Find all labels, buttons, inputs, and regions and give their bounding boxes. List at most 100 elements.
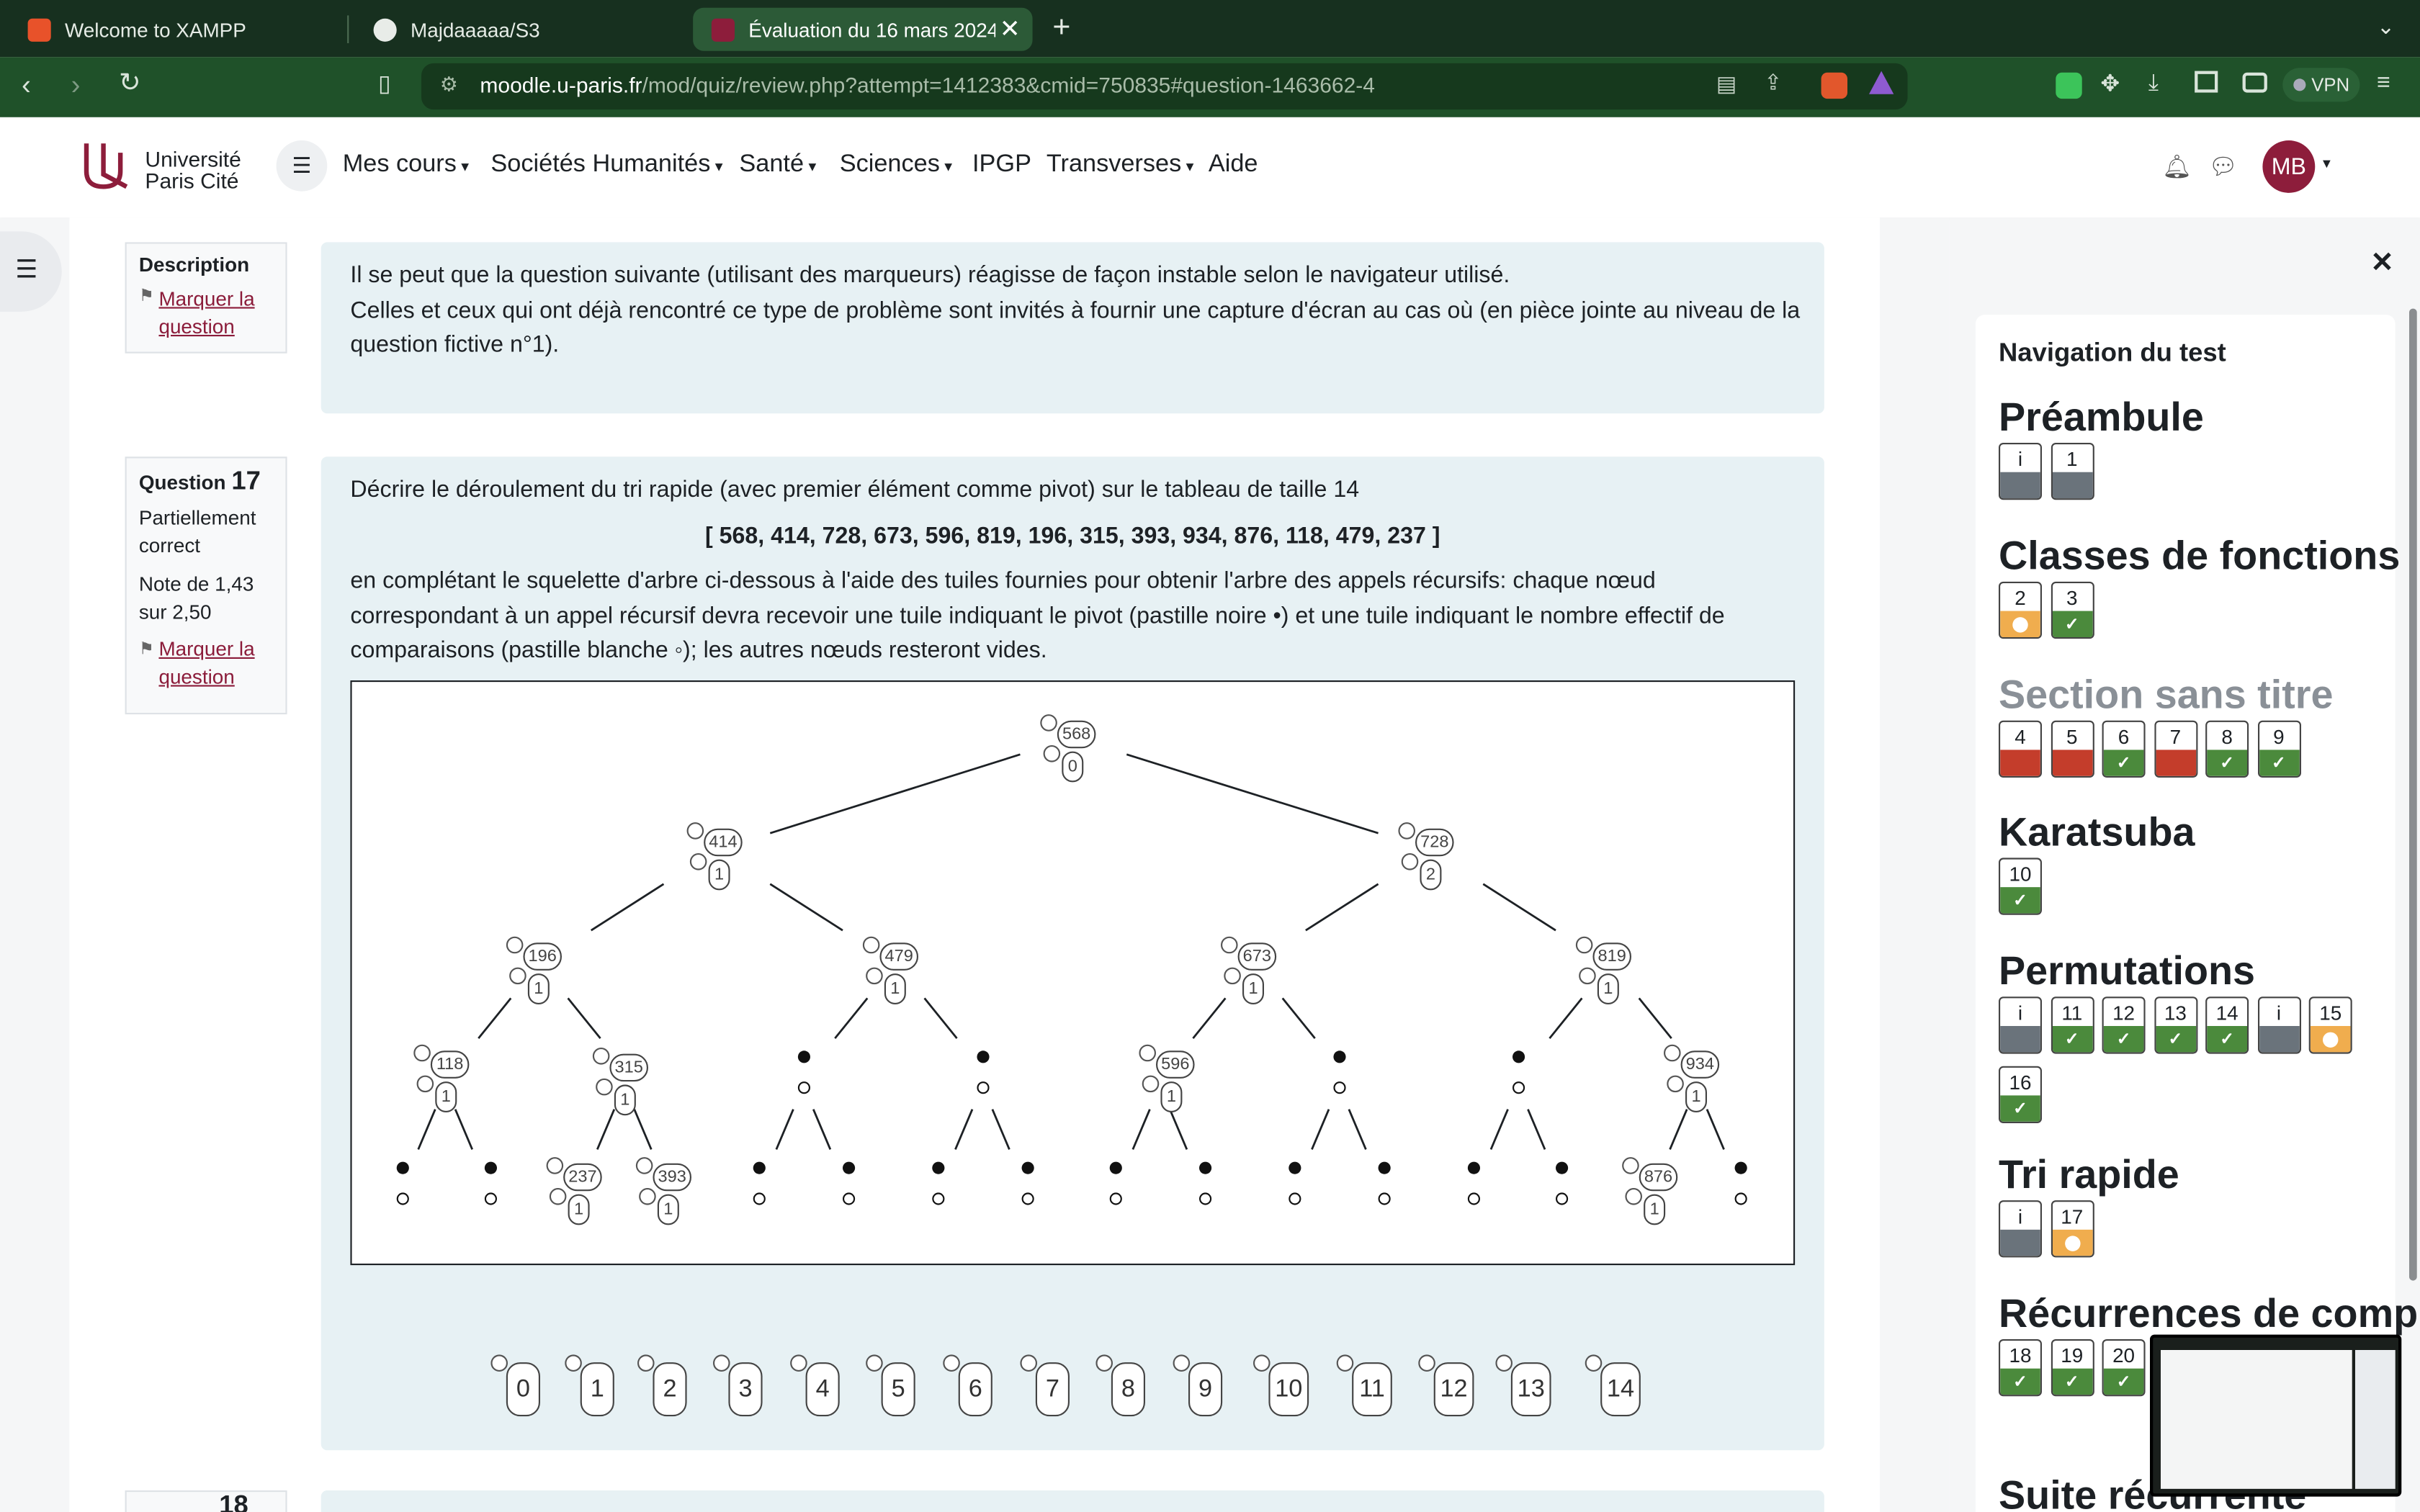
- empty-pivot-slot[interactable]: [1467, 1161, 1480, 1174]
- palette-tile-3[interactable]: 3: [728, 1362, 763, 1417]
- nav-question-button-5[interactable]: 5: [2050, 720, 2094, 778]
- empty-count-slot[interactable]: [932, 1192, 945, 1205]
- empty-count-slot[interactable]: [1021, 1192, 1034, 1205]
- tile-handle-icon[interactable]: [565, 1354, 582, 1372]
- video-preview-thumbnail[interactable]: [2150, 1334, 2402, 1497]
- comparison-tile[interactable]: 1: [527, 973, 550, 1004]
- empty-pivot-slot[interactable]: [753, 1161, 766, 1174]
- empty-pivot-slot[interactable]: [1512, 1050, 1525, 1063]
- palette-tile-10[interactable]: 10: [1268, 1362, 1309, 1417]
- empty-count-slot[interactable]: [1467, 1192, 1480, 1205]
- palette-tile-13[interactable]: 13: [1510, 1362, 1551, 1417]
- nav-question-button-4[interactable]: 4: [1999, 720, 2042, 778]
- tile-handle-icon[interactable]: [1579, 967, 1596, 985]
- share-icon[interactable]: ⇪: [1764, 69, 1783, 94]
- tile-handle-icon[interactable]: [635, 1157, 653, 1174]
- comparison-tile[interactable]: 1: [435, 1081, 457, 1112]
- nav-question-button-12[interactable]: 12✓: [2102, 996, 2146, 1054]
- browser-tab-moodle[interactable]: Évaluation du 16 mars 2024 : ✕: [693, 7, 1033, 51]
- nav-question-button-15[interactable]: 15: [2308, 996, 2352, 1054]
- empty-pivot-slot[interactable]: [1734, 1161, 1747, 1174]
- palette-tile-12[interactable]: 12: [1433, 1362, 1474, 1417]
- comparison-tile[interactable]: 1: [1160, 1081, 1183, 1112]
- nav-question-button-10[interactable]: 10✓: [1999, 858, 2042, 915]
- nav-question-button-14[interactable]: 14✓: [2205, 996, 2249, 1054]
- comparison-tile[interactable]: 1: [568, 1194, 590, 1225]
- wallet-icon[interactable]: [2242, 72, 2267, 93]
- menu-ipgp[interactable]: IPGP: [972, 151, 1031, 179]
- empty-count-slot[interactable]: [1378, 1192, 1391, 1205]
- pivot-tile[interactable]: 819: [1592, 942, 1631, 971]
- empty-count-slot[interactable]: [1289, 1192, 1301, 1205]
- palette-tile-9[interactable]: 9: [1188, 1362, 1223, 1417]
- menu-transverses[interactable]: Transverses▾: [1047, 151, 1194, 179]
- reload-icon[interactable]: ↻: [119, 68, 141, 97]
- brave-shield-icon[interactable]: [1821, 72, 1847, 99]
- nav-question-button-1[interactable]: 1: [2050, 443, 2094, 500]
- tile-handle-icon[interactable]: [509, 967, 526, 985]
- avatar[interactable]: MB: [2262, 140, 2316, 193]
- pivot-tile[interactable]: 596: [1156, 1050, 1195, 1079]
- tile-handle-icon[interactable]: [1418, 1354, 1435, 1372]
- nav-question-button-i[interactable]: i: [1999, 1200, 2042, 1258]
- comparison-tile[interactable]: 1: [1242, 973, 1264, 1004]
- pivot-tile[interactable]: 393: [653, 1163, 691, 1192]
- menu-societes-humanites[interactable]: Sociétés Humanités▾: [490, 151, 722, 179]
- comparison-tile[interactable]: 1: [1597, 973, 1619, 1004]
- nav-question-button-i[interactable]: i: [2257, 996, 2300, 1054]
- tile-handle-icon[interactable]: [686, 822, 704, 840]
- tile-handle-icon[interactable]: [1221, 936, 1238, 954]
- empty-count-slot[interactable]: [1512, 1081, 1525, 1094]
- tile-handle-icon[interactable]: [862, 936, 880, 954]
- pivot-tile[interactable]: 568: [1057, 720, 1096, 749]
- tile-handle-icon[interactable]: [639, 1188, 656, 1205]
- university-logo[interactable]: [82, 140, 132, 190]
- tile-handle-icon[interactable]: [943, 1354, 960, 1372]
- empty-pivot-slot[interactable]: [932, 1161, 945, 1174]
- nav-question-button-13[interactable]: 13✓: [2154, 996, 2197, 1054]
- bell-icon[interactable]: 🔔︎: [2162, 154, 2192, 181]
- palette-tile-14[interactable]: 14: [1600, 1362, 1641, 1417]
- tile-handle-icon[interactable]: [1253, 1354, 1270, 1372]
- tile-handle-icon[interactable]: [712, 1354, 730, 1372]
- close-icon[interactable]: ✕: [2370, 246, 2394, 278]
- flag-question-link[interactable]: Marquer la question: [158, 287, 255, 338]
- tile-handle-icon[interactable]: [1625, 1188, 1642, 1205]
- url-text[interactable]: moodle.u-paris.fr/mod/quiz/review.php?at…: [480, 73, 1375, 97]
- brave-rewards-icon[interactable]: [1869, 71, 1894, 94]
- nav-question-button-3[interactable]: 3✓: [2050, 581, 2094, 639]
- palette-tile-4[interactable]: 4: [805, 1362, 840, 1417]
- tile-handle-icon[interactable]: [1095, 1354, 1113, 1372]
- new-tab-icon[interactable]: +: [1052, 11, 1071, 45]
- tile-handle-icon[interactable]: [506, 936, 524, 954]
- empty-count-slot[interactable]: [1556, 1192, 1569, 1205]
- back-icon[interactable]: ‹: [22, 69, 31, 101]
- comparison-tile[interactable]: 1: [614, 1084, 636, 1116]
- palette-tile-11[interactable]: 11: [1352, 1362, 1392, 1417]
- palette-tile-1[interactable]: 1: [580, 1362, 614, 1417]
- empty-pivot-slot[interactable]: [1556, 1161, 1569, 1174]
- sidebar-icon[interactable]: [2195, 71, 2218, 93]
- site-info-icon[interactable]: ⚙: [439, 72, 458, 96]
- empty-count-slot[interactable]: [977, 1081, 990, 1094]
- pivot-tile[interactable]: 728: [1415, 828, 1454, 857]
- tile-handle-icon[interactable]: [790, 1354, 807, 1372]
- empty-count-slot[interactable]: [843, 1192, 856, 1205]
- tile-handle-icon[interactable]: [1173, 1354, 1191, 1372]
- nav-question-button-7[interactable]: 7: [2154, 720, 2197, 778]
- menu-sante[interactable]: Santé▾: [739, 151, 816, 179]
- tile-handle-icon[interactable]: [1224, 967, 1241, 985]
- reader-icon[interactable]: ▤: [1716, 71, 1737, 96]
- tile-handle-icon[interactable]: [1040, 714, 1057, 732]
- bookmark-icon[interactable]: ▯: [378, 71, 391, 97]
- tile-handle-icon[interactable]: [416, 1075, 434, 1093]
- nav-question-button-11[interactable]: 11✓: [2050, 996, 2094, 1054]
- empty-pivot-slot[interactable]: [797, 1050, 810, 1063]
- chevron-down-icon[interactable]: ▾: [2323, 156, 2331, 173]
- drawer-scrollbar[interactable]: [2409, 308, 2417, 1281]
- pivot-tile[interactable]: 479: [879, 942, 918, 971]
- tile-handle-icon[interactable]: [1398, 822, 1415, 840]
- puzzle-icon[interactable]: ✥: [2100, 71, 2120, 97]
- pivot-tile[interactable]: 315: [609, 1053, 648, 1082]
